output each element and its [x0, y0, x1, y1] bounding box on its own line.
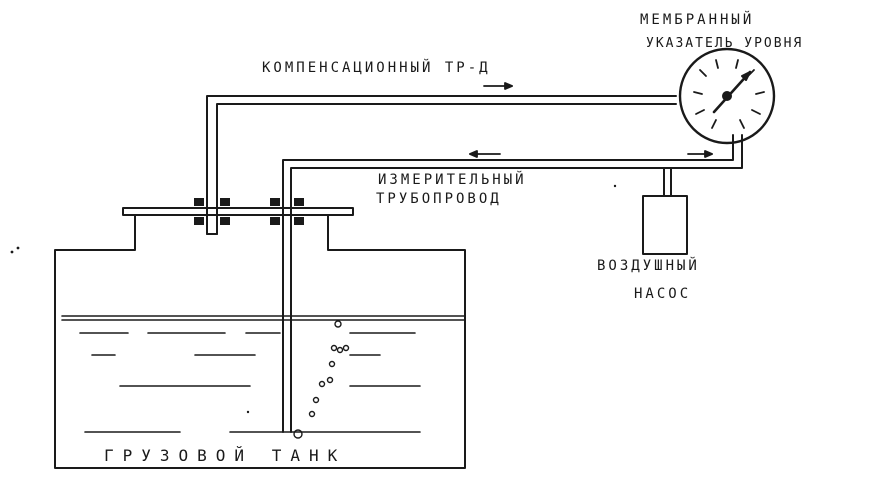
liquid: [62, 316, 465, 432]
gauge-needle-tip: [742, 72, 750, 80]
measuring-pipe-label-line1: ИЗМЕРИТЕЛЬНЫЙ: [378, 172, 527, 188]
cargo-tank-label: ГРУЗОВОЙ ТАНК: [104, 446, 347, 465]
deck-plate: [123, 208, 353, 215]
pipe-flanges: [194, 198, 304, 225]
flow-arrows: [470, 83, 712, 157]
measuring-pipe-label-line2: ТРУБОПРОВОД: [376, 191, 502, 207]
dial-gauge-icon: [680, 49, 774, 143]
stray-marks: [11, 185, 615, 412]
air-pump-label-line2: НАСОС: [634, 286, 692, 302]
gauge-label-line2: УКАЗАТЕЛЬ УРОВНЯ: [646, 36, 804, 51]
compensation-pipe: [207, 96, 676, 234]
compensation-pipe-label: КОМПЕНСАЦИОННЫЙ ТР-Д: [262, 60, 491, 76]
air-pump-box: [643, 196, 687, 254]
cargo-tank-outline: [55, 212, 465, 468]
measuring-pipe: [283, 135, 742, 432]
air-pump-label-line1: ВОЗДУШНЫЙ: [597, 258, 700, 274]
air-bubbles: [294, 321, 349, 438]
gauge-label-line1: МЕМБРАННЫЙ: [640, 12, 755, 28]
